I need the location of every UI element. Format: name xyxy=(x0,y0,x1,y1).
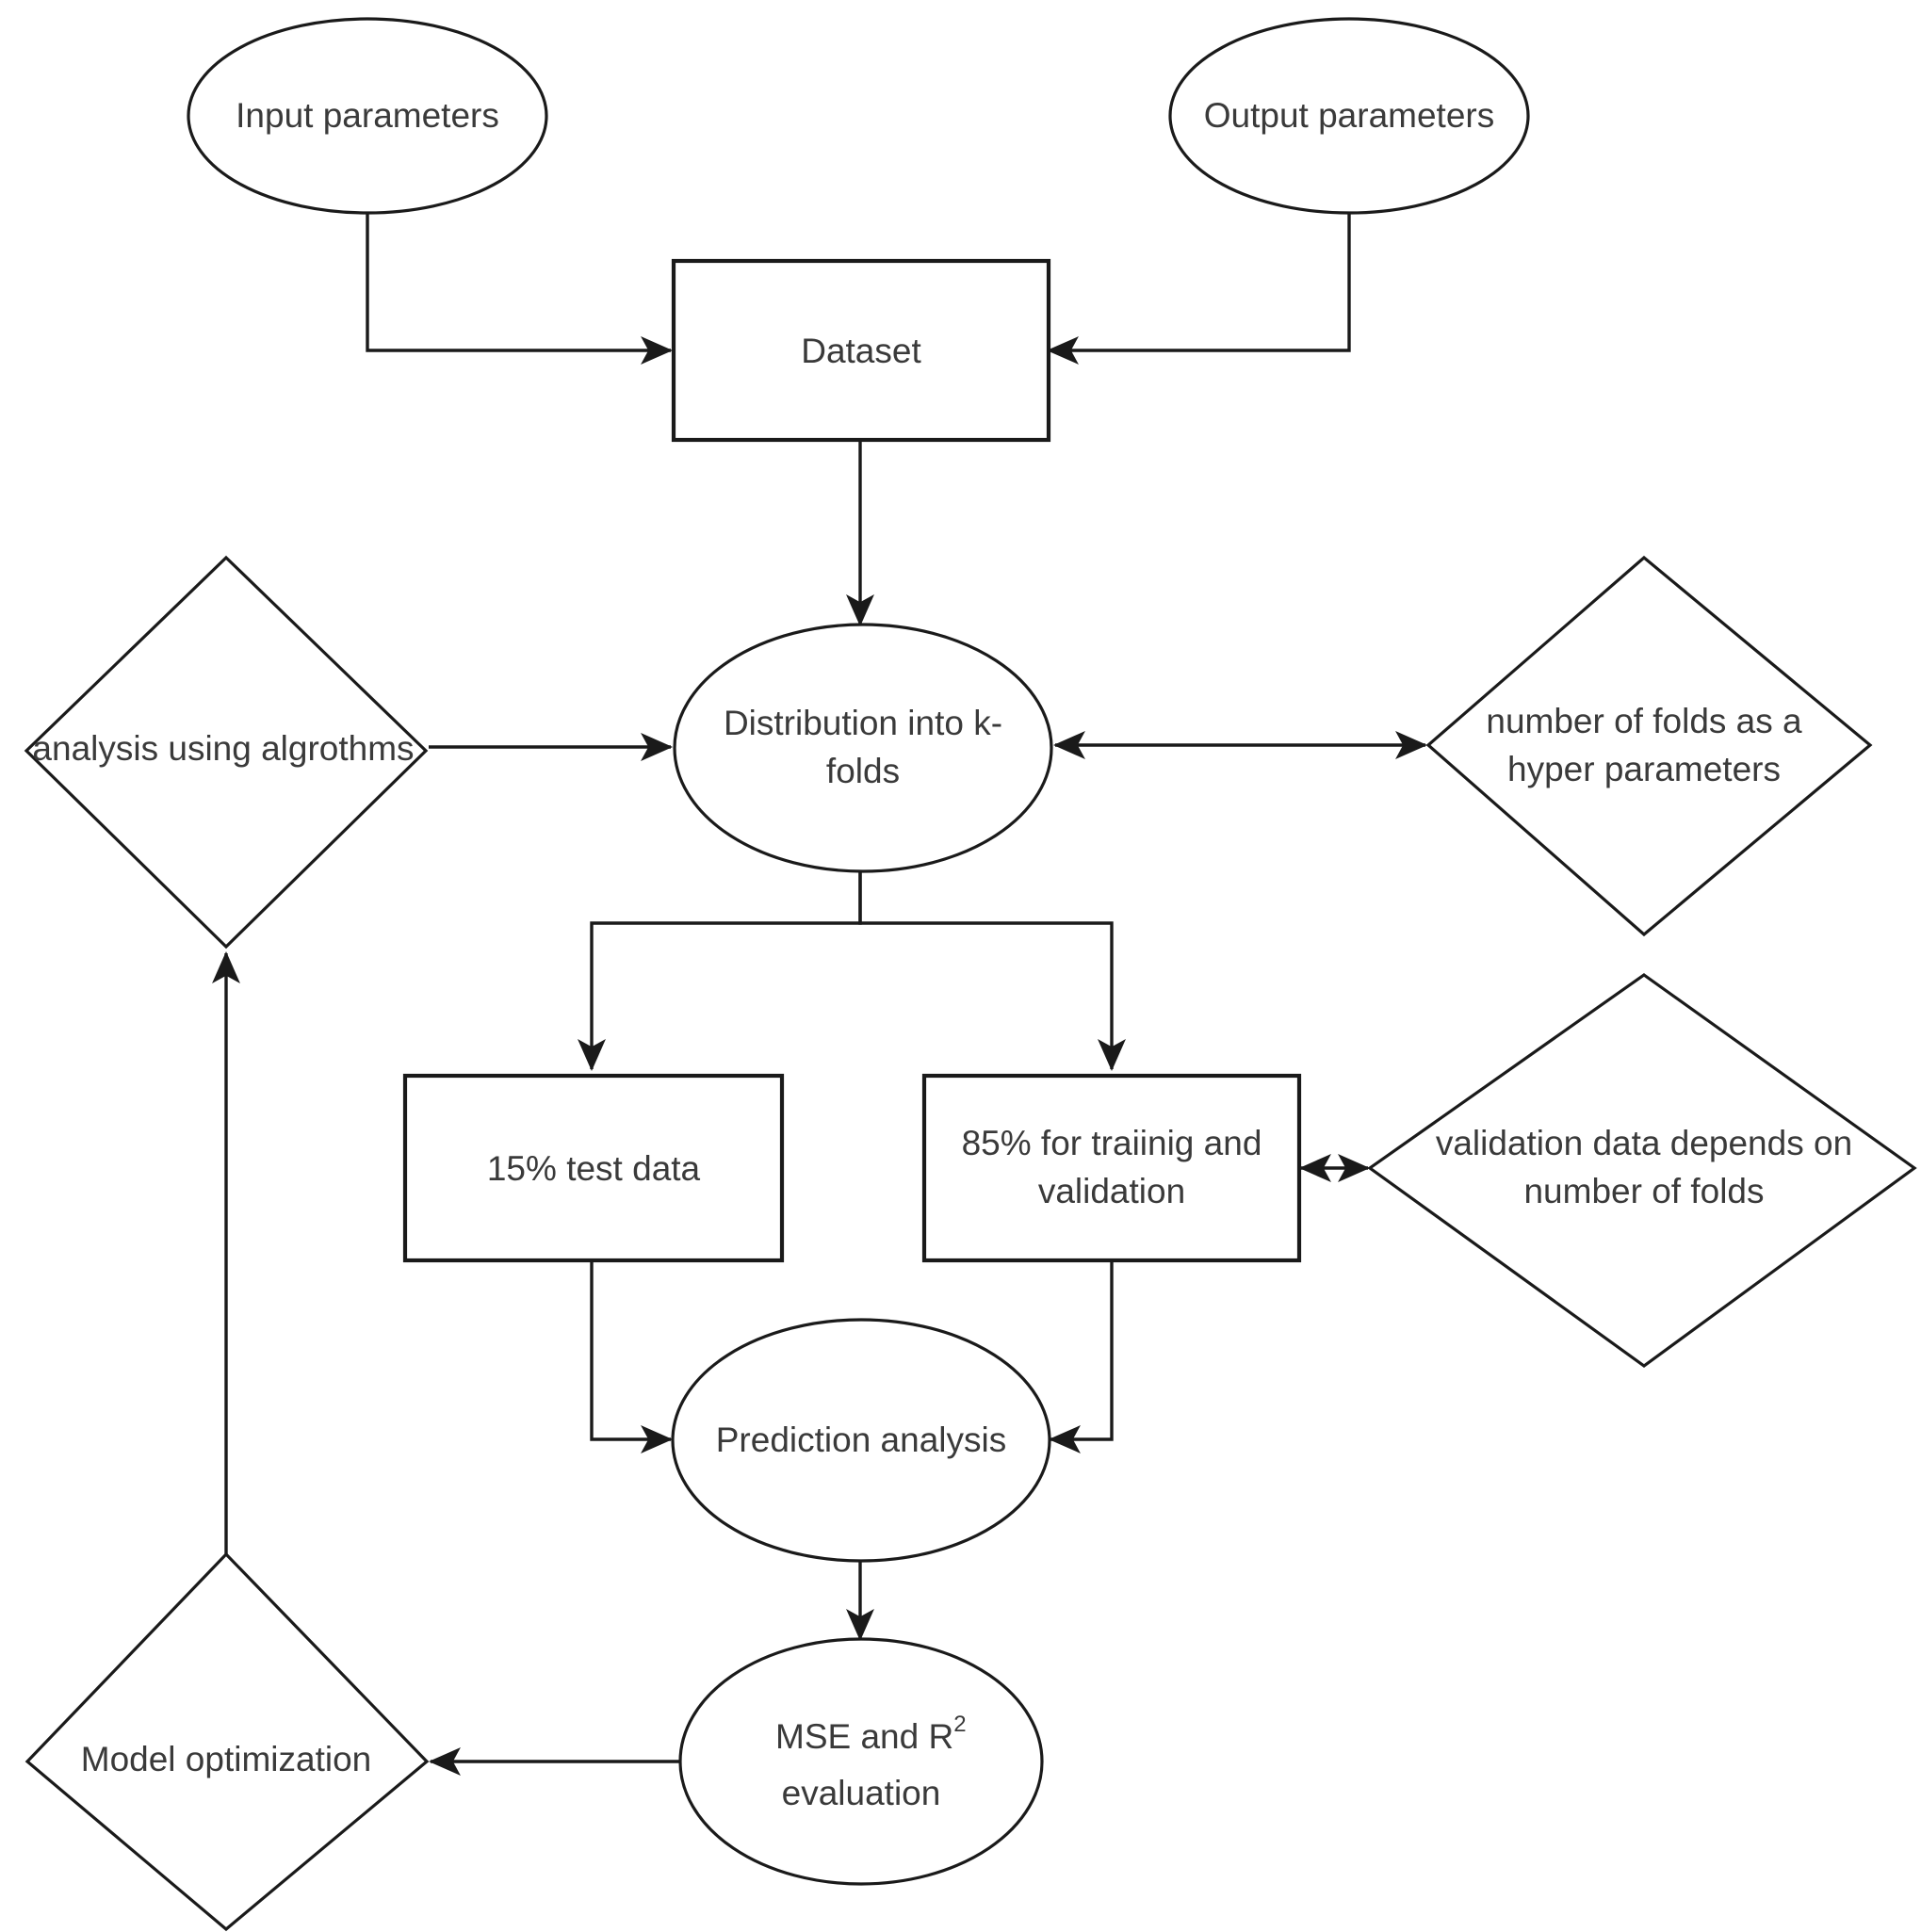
node-prediction-analysis[interactable]: Prediction analysis xyxy=(671,1318,1051,1563)
output-parameters-ellipse[interactable] xyxy=(1168,17,1530,215)
test-data-label: 15% test data xyxy=(487,1149,701,1188)
mse-r2-evaluation-label-line2: evaluation xyxy=(782,1774,941,1812)
model-optimization-label: Model optimization xyxy=(81,1740,371,1778)
distribution-k-folds-ellipse[interactable] xyxy=(673,623,1053,873)
mse-r2-evaluation-ellipse[interactable] xyxy=(678,1637,1044,1886)
prediction-analysis-ellipse[interactable] xyxy=(671,1318,1051,1563)
training-validation-rect[interactable] xyxy=(921,1073,1302,1263)
edge-training-to-prediction xyxy=(1048,1259,1114,1453)
node-distribution-k-folds[interactable]: Distribution into k- folds xyxy=(673,623,1053,873)
edge-test-to-prediction xyxy=(590,1259,674,1453)
input-parameters-ellipse[interactable] xyxy=(187,17,548,215)
validation-depends-label-line2: number of folds xyxy=(1523,1172,1764,1210)
output-parameters-label: Output parameters xyxy=(1204,96,1494,135)
node-number-of-folds[interactable]: number of folds as a hyper parameters xyxy=(1425,555,1873,937)
prediction-analysis-label: Prediction analysis xyxy=(716,1421,1006,1459)
distribution-k-folds-label-line2: folds xyxy=(826,752,900,790)
node-model-optimization[interactable]: Model optimization xyxy=(24,1551,430,1932)
node-mse-r2-evaluation[interactable]: MSE and R2 evaluation xyxy=(678,1637,1044,1886)
mse-r2-evaluation-label-line1: MSE and R2 xyxy=(688,1704,1034,1756)
edge-output-to-dataset xyxy=(1046,212,1351,365)
node-training-validation[interactable]: 85% for traiinig and validation xyxy=(921,1073,1302,1263)
analysis-algorithms-diamond[interactable] xyxy=(24,555,429,950)
number-of-folds-diamond[interactable] xyxy=(1425,555,1873,937)
validation-depends-diamond[interactable] xyxy=(1367,973,1917,1368)
dataset-rect[interactable] xyxy=(671,258,1051,443)
number-of-folds-label-line1: number of folds as a xyxy=(1486,702,1802,740)
dataset-label: Dataset xyxy=(801,332,921,370)
training-validation-label-line1: 85% for traiinig and xyxy=(962,1124,1262,1162)
analysis-algorithms-label: analysis using algrothms xyxy=(32,729,414,768)
model-optimization-diamond[interactable] xyxy=(24,1551,430,1932)
mse-r2-superscript: 2 xyxy=(953,1712,966,1737)
edge-kfolds-to-test xyxy=(578,871,862,1072)
node-output-parameters[interactable]: Output parameters xyxy=(1168,17,1530,215)
node-input-parameters[interactable]: Input parameters xyxy=(187,17,548,215)
mse-r2-base: MSE and R xyxy=(775,1717,953,1756)
node-dataset[interactable]: Dataset xyxy=(671,258,1051,443)
edge-input-to-dataset xyxy=(366,212,674,365)
number-of-folds-label-line2: hyper parameters xyxy=(1507,750,1781,788)
node-validation-depends[interactable]: validation data depends on number of fol… xyxy=(1367,973,1917,1368)
node-test-data[interactable]: 15% test data xyxy=(402,1073,785,1263)
edge-kfolds-to-training xyxy=(858,871,1126,1072)
input-parameters-label: Input parameters xyxy=(236,96,499,135)
test-data-rect[interactable] xyxy=(402,1073,785,1263)
node-analysis-algorithms[interactable]: analysis using algrothms xyxy=(24,555,429,950)
distribution-k-folds-label-line1: Distribution into k- xyxy=(724,704,1002,742)
edge-layer xyxy=(212,212,1428,1776)
training-validation-label-line2: validation xyxy=(1038,1172,1185,1210)
validation-depends-label-line1: validation data depends on xyxy=(1436,1124,1852,1162)
